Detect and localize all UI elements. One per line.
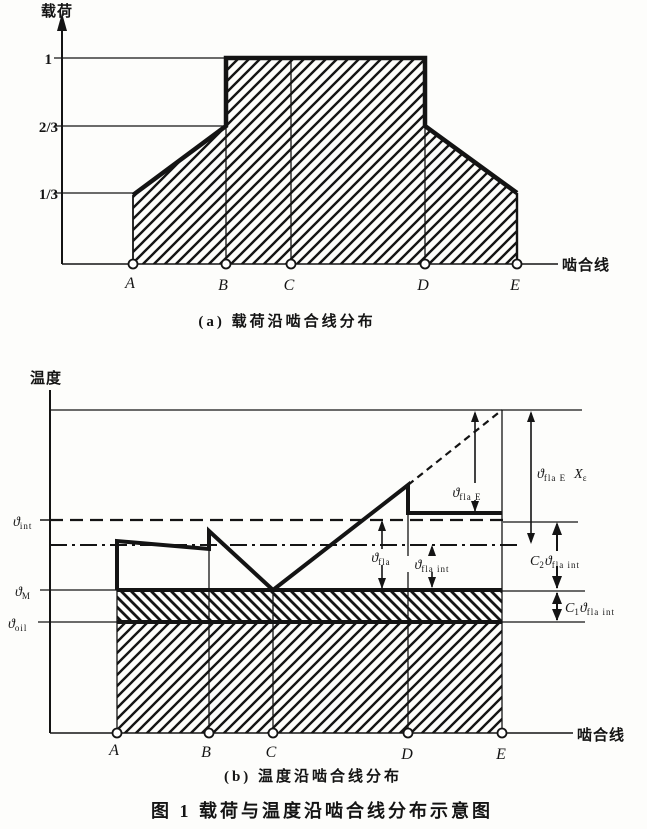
b-label-fla-E: ϑfla E <box>452 486 481 502</box>
b-band-oil-base-hatched <box>117 624 502 733</box>
caption-main: 图 1 载荷与温度沿啮合线分布示意图 <box>151 800 493 821</box>
b-point-label-E: E <box>495 746 506 763</box>
b-label-fla: ϑfla <box>371 551 390 567</box>
b-label-fla-int: ϑfla int <box>414 558 449 574</box>
a-y-axis-label: 载荷 <box>41 2 73 20</box>
caption-a: (a) 载荷沿啮合线分布 <box>198 312 375 330</box>
a-point-marker-C <box>285 258 297 270</box>
b-level-label-oil: ϑoil <box>8 617 27 633</box>
b-arrow-fla: ϑfla <box>362 520 402 589</box>
arrow-up-icon <box>428 545 436 556</box>
panel-a: 载荷 啮合线 1 2/3 1/3 A B C D E (a) 载荷沿啮合线分布 <box>39 2 610 330</box>
a-y-axis-arrow-icon <box>57 13 67 31</box>
a-tick-13: 1/3 <box>39 187 58 203</box>
b-arrow-C1: C1ϑfla int <box>552 592 615 621</box>
b-arrow-C2: C2ϑfla int <box>528 522 580 589</box>
a-point-label-D: D <box>416 277 429 294</box>
a-point-marker-D <box>419 258 431 270</box>
arrow-up-icon <box>527 411 535 422</box>
a-point-label-E: E <box>509 277 520 294</box>
b-arrow-fla-int: ϑfla int <box>404 545 460 588</box>
arrow-down-icon <box>552 609 562 621</box>
arrow-down-icon <box>552 576 562 589</box>
a-load-hatched-area <box>133 58 517 264</box>
b-level-label-M: ϑM <box>15 585 31 601</box>
b-label-C2-fla-int: C2ϑfla int <box>530 554 580 570</box>
arrow-up-icon <box>552 592 562 604</box>
a-x-axis-label: 啮合线 <box>562 256 610 274</box>
a-tick-1: 1 <box>45 52 53 68</box>
arrow-up-icon <box>471 411 479 422</box>
arrow-down-icon <box>378 578 386 589</box>
b-temperature-curve <box>115 480 502 593</box>
b-point-marker-E <box>496 727 508 739</box>
arrow-up-icon <box>378 520 386 531</box>
b-y-axis-label: 温度 <box>30 369 62 387</box>
b-point-label-C: C <box>266 744 277 761</box>
b-arrow-fla-E: ϑfla E <box>438 411 496 512</box>
b-point-marker-D <box>402 727 414 739</box>
a-tick-23: 2/3 <box>39 120 58 136</box>
b-x-axis-label: 啮合线 <box>577 726 625 744</box>
a-load-curve <box>131 55 519 197</box>
caption-b: (b) 温度沿啮合线分布 <box>224 767 402 785</box>
b-point-marker-B <box>203 727 215 739</box>
b-band-M-oil-hatched <box>117 592 502 620</box>
b-point-marker-A <box>111 727 123 739</box>
a-point-marker-B <box>220 258 232 270</box>
a-point-label-B: B <box>218 277 228 294</box>
arrow-up-icon <box>552 522 562 535</box>
b-point-label-D: D <box>400 746 413 763</box>
a-point-label-C: C <box>284 277 295 294</box>
b-label-C1-fla-int: C1ϑfla int <box>565 601 615 617</box>
b-point-label-A: A <box>108 742 119 759</box>
arrow-down-icon <box>527 533 535 544</box>
b-flash-temp-extrapolation-dashed <box>407 409 503 486</box>
arrow-down-icon <box>471 501 479 512</box>
a-point-marker-A <box>127 258 139 270</box>
arrow-down-icon <box>428 577 436 588</box>
b-level-label-int: ϑint <box>13 515 32 531</box>
a-point-label-A: A <box>124 275 135 292</box>
b-point-marker-C <box>267 727 279 739</box>
a-point-marker-E <box>511 258 523 270</box>
b-point-label-B: B <box>201 744 211 761</box>
